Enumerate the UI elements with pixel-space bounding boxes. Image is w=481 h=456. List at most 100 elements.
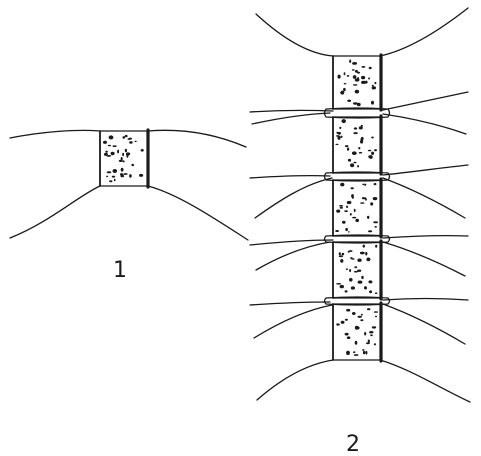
fig1-stipple-dot	[129, 141, 133, 144]
fig1-stipple-dot	[139, 174, 143, 177]
fig1-upper-right-curve	[148, 130, 246, 147]
fig2-segment-block-5	[333, 303, 381, 361]
fig2-segment-block-2	[333, 116, 381, 174]
fig2-stipple-dot	[366, 342, 370, 344]
fig2-stipple-dot	[362, 349, 364, 351]
fig2-left-filaments	[250, 110, 333, 338]
fig2-stipple-dot	[364, 286, 367, 289]
fig2-stipple-dot	[348, 159, 351, 162]
fig2-right-filaments	[383, 92, 468, 344]
fig2-stipple-dot	[357, 165, 359, 167]
fig2-stipple-dot	[346, 268, 348, 270]
fig2-stipple-dot	[340, 183, 344, 187]
fig2-stipple-dot	[342, 221, 346, 224]
fig2-stipple-dot	[351, 258, 355, 259]
fig2-stipple-dot	[374, 82, 376, 84]
fig2-stipple-dot	[344, 72, 346, 75]
fig2-stipple-dot	[349, 278, 353, 282]
fig1-stipple-dot	[113, 145, 117, 147]
fig2-stipple-dot	[341, 91, 345, 95]
fig1-stipple-dot	[125, 135, 128, 137]
fig2-stipple-dot	[361, 314, 363, 316]
fig2-stipple-dot	[351, 194, 354, 198]
fig2-stipple-dot	[339, 205, 343, 207]
fig2-stipple-dot	[345, 319, 348, 321]
fig1-stipple-dot	[141, 149, 144, 152]
fig2-stipple-dot	[357, 270, 361, 272]
fig2-stipple-dot	[360, 202, 364, 204]
fig2-stipple-dot	[373, 197, 378, 200]
fig1-stipple-dot	[134, 141, 136, 142]
fig2-stipple-dot	[359, 126, 363, 129]
fig2-stipple-dot	[358, 281, 363, 284]
fig2-stipple-dot	[360, 140, 363, 144]
fig2-stipple-dot	[340, 136, 342, 138]
fig1-stipple-dot	[128, 138, 131, 140]
fig2-stipple-dot	[355, 341, 358, 345]
fig2-stipple-dot	[351, 286, 355, 289]
fig2-stipple-dot	[370, 334, 373, 336]
fig1-stipple-dot	[131, 164, 134, 166]
fig1-stipple-dot	[108, 145, 111, 147]
fig2-stipple-dot	[352, 312, 356, 315]
fig2-segment-block-4	[333, 241, 381, 299]
fig2-stipple-dot	[355, 78, 360, 81]
fig1-lower-right-curve	[148, 186, 248, 240]
fig2-stipple-dot	[364, 184, 366, 186]
fig2-stipple-dot	[350, 163, 354, 167]
fig2-stipple-dot	[346, 353, 349, 355]
fig1-stipple-dot	[109, 180, 112, 182]
fig1-stipple-dot	[107, 171, 112, 173]
fig2-stipple-dot	[349, 269, 351, 272]
fig1-stipple-dot	[119, 160, 123, 162]
fig2-stipple-dot	[372, 85, 374, 87]
fig2-stipple-dot	[368, 340, 370, 343]
fig2-stipple-dot	[354, 209, 356, 212]
fig2-stipple-dot	[368, 230, 372, 232]
fig2-stipple-dot	[372, 86, 376, 89]
fig2-stipple-dot	[352, 69, 355, 70]
fig2-top-right-curve	[380, 8, 468, 56]
fig2-stipple-dot	[344, 83, 347, 84]
fig1-segment-block	[100, 131, 148, 186]
fig2-stipple-dot	[361, 76, 365, 79]
fig2-stipple-dot	[355, 219, 359, 222]
fig2-stipple-dot	[366, 258, 370, 262]
fig2-stipple-dot	[358, 316, 362, 318]
fig2-stipple-dot	[375, 292, 378, 294]
fig2-stipple-dot	[375, 316, 377, 317]
fig1-stipple-dot	[111, 152, 115, 155]
fig2-stipple-dot	[362, 197, 366, 199]
fig2-stipple-dot	[365, 81, 368, 84]
fig2-stipple-dot	[357, 72, 360, 74]
fig2-stipple-dot	[342, 119, 346, 123]
figure-1: 1	[10, 130, 248, 283]
fig1-stipple-dot	[110, 136, 112, 137]
fig2-stipple-dot	[345, 145, 349, 147]
fig2-stipple-dot	[345, 228, 348, 231]
fig2-stipple-dot	[344, 210, 348, 212]
fig1-stipple-dot	[129, 174, 132, 178]
fig2-stipple-dot	[352, 151, 357, 155]
fig2-stipple-dot	[355, 326, 358, 330]
figure-label-1: 1	[113, 258, 127, 283]
fig2-stipple-dot	[351, 187, 354, 189]
fig2-stipple-dot	[340, 285, 344, 288]
fig2-stipple-dot	[336, 283, 341, 285]
fig2-stipple-dot	[338, 132, 341, 135]
fig2-stipple-dot	[352, 62, 357, 65]
fig2-stipple-dot	[359, 152, 362, 154]
fig2-stipple-dot	[357, 103, 361, 107]
fig1-stipple-dot	[122, 153, 124, 156]
fig2-stipple-dot	[368, 78, 370, 80]
fig1-stipple-dot	[123, 160, 125, 162]
fig2-stipple-dot	[374, 226, 377, 228]
fig2-stipple-dot	[349, 60, 351, 63]
fig2-stipple-dot	[347, 201, 352, 204]
fig2-stipple-dot	[374, 343, 376, 345]
fig1-stipple-dot	[106, 176, 108, 178]
fig2-bottom-right-curve	[380, 360, 470, 402]
fig2-stipple-dot	[352, 217, 356, 219]
fig2-stipple-dot	[350, 213, 352, 216]
fig2-stipple-dot	[347, 100, 351, 102]
